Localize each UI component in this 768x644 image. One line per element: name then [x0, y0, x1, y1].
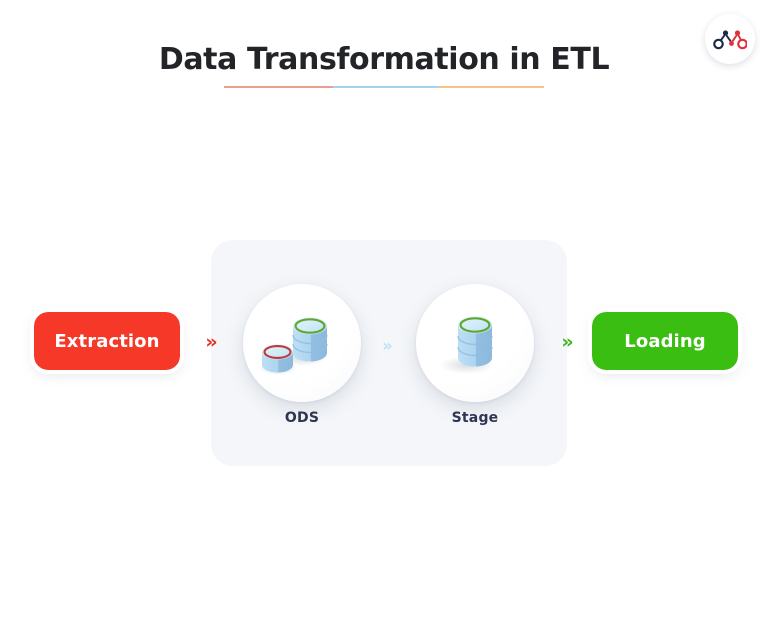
- database-back-right: [292, 317, 328, 362]
- arrow-ods-to-stage-icon: »: [382, 336, 392, 355]
- title-underline: [224, 86, 544, 88]
- page-title-block: Data Transformation in ETL: [0, 40, 768, 88]
- two-database-cylinders-icon: [243, 284, 361, 402]
- loading-button[interactable]: Loading: [588, 308, 742, 374]
- stage-label-stage: Stage: [451, 410, 499, 426]
- title-underline-segment-2: [332, 86, 439, 88]
- database-front-left: [262, 344, 293, 373]
- database-center: [457, 316, 493, 367]
- stage-node-stage[interactable]: Stage: [416, 284, 534, 426]
- stage-label-ods: ODS: [284, 410, 320, 426]
- extraction-button[interactable]: Extraction: [30, 308, 184, 374]
- brand-logo-badge[interactable]: [705, 14, 755, 64]
- graph-network-logo-icon: [713, 26, 747, 52]
- single-database-cylinder-icon: [416, 284, 534, 402]
- arrow-stage-to-loading-icon: »: [561, 330, 573, 353]
- etl-flow: Extraction »: [0, 238, 768, 466]
- title-underline-segment-1: [224, 86, 333, 88]
- title-underline-segment-3: [438, 86, 544, 88]
- page-title: Data Transformation in ETL: [158, 42, 610, 77]
- stage-node-ods[interactable]: ODS: [243, 284, 361, 426]
- arrow-extraction-to-ods-icon: »: [205, 330, 217, 353]
